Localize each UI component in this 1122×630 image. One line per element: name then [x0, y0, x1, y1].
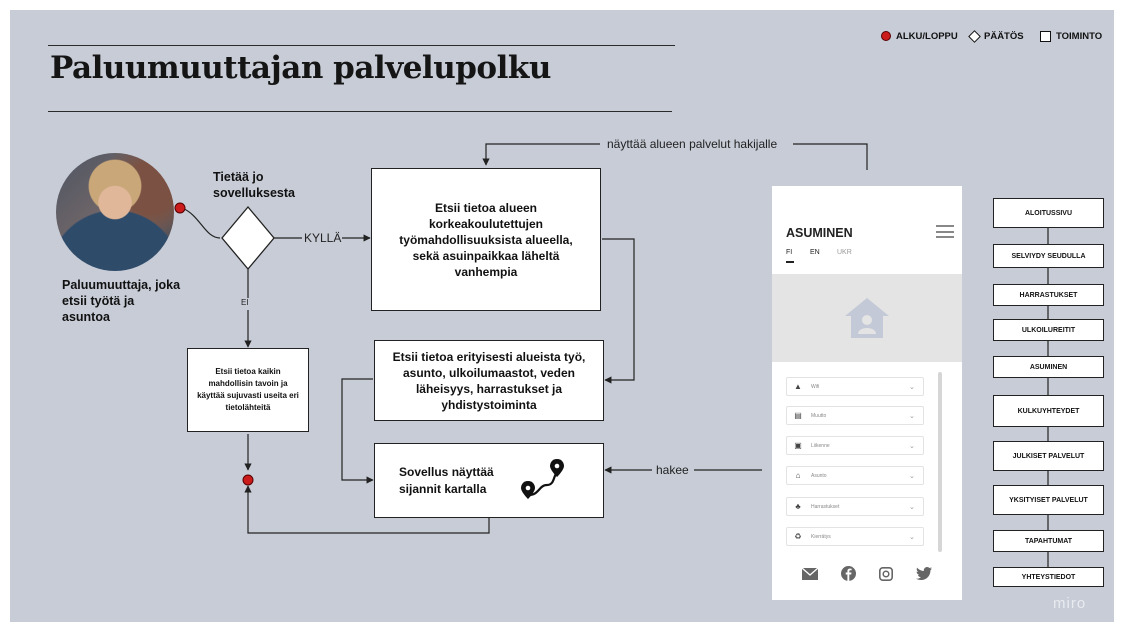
home-icon: ⌂: [795, 471, 801, 480]
sitemap-item-harrastukset: HARRASTUKSET: [993, 284, 1104, 306]
bus-icon: ▣: [794, 441, 802, 450]
action-search-all: Etsii tietoa kaikin mahdollisin tavoin j…: [187, 348, 309, 432]
menu-item-wifi[interactable]: ▲ Wifi ⌄: [786, 377, 924, 396]
calendar-icon: ▤: [794, 411, 802, 420]
decision-question: Tietää jo sovelluksesta: [213, 170, 295, 200]
edge-shows-right: [793, 143, 868, 170]
menu-item-harrastukset[interactable]: ♣ Harrastukset ⌄: [786, 497, 924, 516]
instagram-icon[interactable]: [879, 566, 893, 581]
title-bottom-rule: [48, 111, 672, 112]
edge-label-yes: KYLLÄ: [304, 231, 342, 245]
end-node: [242, 474, 254, 486]
title-top-rule: [48, 45, 675, 46]
route-pin-icon: [521, 458, 564, 499]
edge-label-no: EI: [241, 298, 249, 307]
app-scrollbar[interactable]: [938, 372, 942, 552]
edge-return-loop: [244, 485, 490, 534]
chevron-down-icon: ⌄: [909, 442, 915, 450]
legend-start-end: ALKU/LOPPU: [881, 28, 958, 44]
edge-start-to-decision: [181, 207, 221, 239]
board-canvas[interactable]: Paluumuuttajan palvelupolku ALKU/LOPPU P…: [10, 10, 1114, 622]
language-fi[interactable]: FI: [786, 249, 793, 256]
home-placeholder-icon: [845, 298, 889, 338]
menu-item-kierratys[interactable]: ♻ Kierrätys ⌄: [786, 527, 924, 546]
edge-label-shows: näyttää alueen palvelut hakijalle: [607, 137, 778, 151]
sitemap-item-asuminen: ASUMINEN: [993, 356, 1104, 378]
start-node: [174, 202, 186, 214]
edge-specific-to-map: [341, 378, 374, 484]
edge-label-search: hakee: [656, 463, 689, 477]
hamburger-menu-icon[interactable]: [936, 225, 954, 238]
language-en[interactable]: EN: [810, 249, 820, 256]
hero-image-placeholder: [772, 274, 962, 362]
sitemap-item-julkiset-palvelut: JULKISET PALVELUT: [993, 441, 1104, 471]
menu-item-muutto[interactable]: ▤ Muutto ⌄: [786, 406, 924, 425]
chevron-down-icon: ⌄: [909, 533, 915, 541]
menu-item-asunto[interactable]: ⌂ Asunto ⌄: [786, 466, 924, 485]
action-map-label: Sovellus näyttää sijannit kartalla: [399, 464, 494, 496]
chevron-down-icon: ⌄: [909, 472, 915, 480]
mail-icon[interactable]: [802, 567, 818, 580]
action-search-jobs: Etsii tietoa alueen korkeakoulutettujen …: [371, 168, 601, 311]
facebook-icon[interactable]: [841, 566, 856, 581]
persona-avatar: [56, 153, 174, 271]
social-icons: [802, 566, 932, 581]
sitemap-item-aloitussivu: ALOITUSSIVU: [993, 198, 1104, 228]
action-square-icon: [1040, 30, 1051, 42]
flow-connectors: [174, 143, 868, 534]
start-end-dot-icon: [881, 31, 891, 41]
edge-shows-left: [482, 143, 600, 166]
action-search-specific: Etsii tietoa erityisesti alueista työ, a…: [374, 340, 604, 421]
recycle-icon: ♻: [794, 532, 802, 541]
chevron-down-icon: ⌄: [909, 412, 915, 420]
edge-jobs-to-specific: [602, 238, 635, 384]
chevron-down-icon: ⌄: [909, 383, 915, 391]
language-ukr[interactable]: UKR: [837, 249, 852, 256]
sitemap-item-selviydy-seudulla: SELVIYDY SEUDULLA: [993, 244, 1104, 268]
legend-action: TOIMINTO: [1040, 28, 1102, 44]
app-heading: ASUMINEN: [786, 226, 853, 240]
legend-decision: PÄÄTÖS: [968, 28, 1024, 44]
sitemap-item-yhteystiedot: YHTEYSTIEDOT: [993, 567, 1104, 587]
sitemap-item-ulkoilureitit: ULKOILUREITIT: [993, 319, 1104, 341]
menu-item-liikenne[interactable]: ▣ Liikenne ⌄: [786, 436, 924, 455]
chevron-down-icon: ⌄: [909, 503, 915, 511]
language-fi-underline: [786, 261, 794, 263]
decision-diamond: [221, 205, 275, 271]
sitemap-item-kulkuyhteydet: KULKUYHTEYDET: [993, 395, 1104, 427]
sitemap-item-tapahtumat: TAPAHTUMAT: [993, 530, 1104, 552]
app-mockup: ASUMINEN FI EN UKR ▲ Wifi ⌄ ▤ Muutto ⌄ ▣: [772, 186, 962, 600]
action-map: Sovellus näyttää sijannit kartalla: [374, 443, 604, 518]
miro-watermark: miro: [1053, 595, 1087, 612]
people-icon: ♣: [795, 502, 801, 511]
sitemap-item-yksityiset-palvelut: YKSITYISET PALVELUT: [993, 485, 1104, 515]
persona-label: Paluumuuttaja, joka etsii työtä ja asunt…: [62, 278, 181, 324]
warning-icon: ▲: [794, 382, 802, 391]
page-title: Paluumuuttajan palvelupolku: [50, 50, 551, 86]
twitter-icon[interactable]: [916, 567, 932, 580]
